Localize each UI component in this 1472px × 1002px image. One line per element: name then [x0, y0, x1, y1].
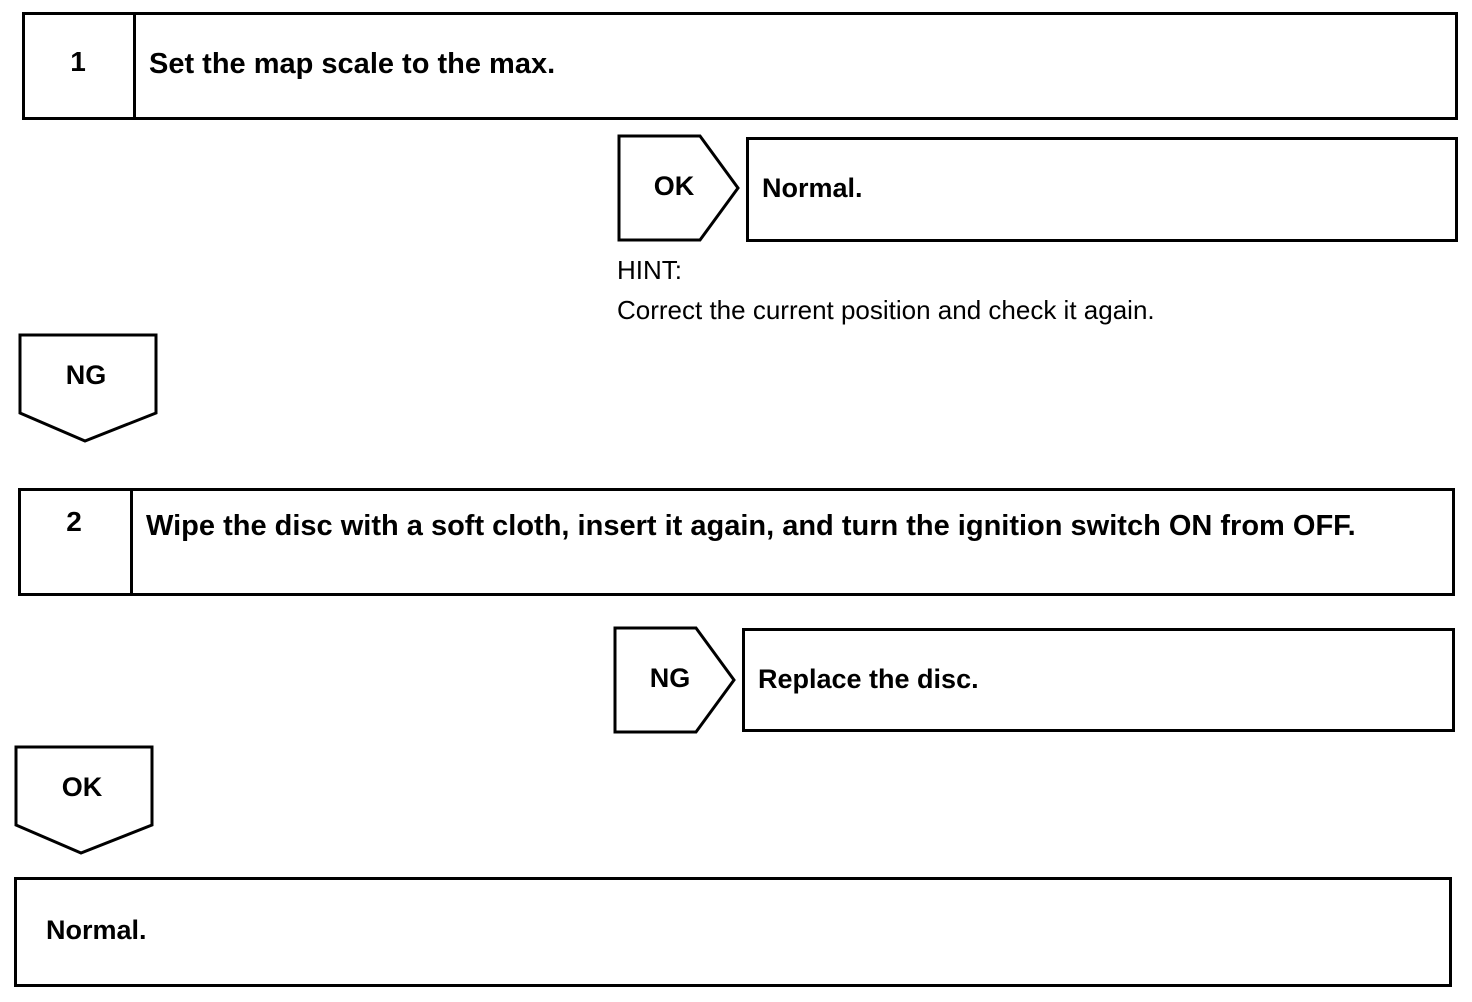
step-1-text: Set the map scale to the max.: [149, 48, 556, 80]
ng-arrow-right: [613, 626, 736, 734]
ok-arrow-right-label: OK: [653, 171, 695, 201]
ng-arrow-right-label: NG: [649, 663, 691, 693]
step-2-divider: [130, 488, 133, 596]
hint-text: Correct the current position and check i…: [617, 295, 1155, 325]
final-result-box: [14, 877, 1452, 987]
ng-arrow-down: [18, 333, 158, 443]
branch-1-result-text: Normal.: [762, 173, 863, 203]
step-1-box: [22, 12, 1458, 120]
ok-arrow-down-label: OK: [61, 772, 103, 802]
hint-title: HINT:: [617, 255, 682, 285]
step-2-box: [18, 488, 1455, 596]
branch-2-result-box: [742, 628, 1455, 732]
ng-arrow-down-label: NG: [65, 360, 107, 390]
final-result-text: Normal.: [46, 915, 147, 945]
ok-arrow-down: [14, 745, 154, 855]
step-1-divider: [133, 12, 136, 120]
step-1-number: 1: [70, 46, 86, 77]
branch-1-result-box: [746, 137, 1458, 242]
branch-2-result-text: Replace the disc.: [758, 664, 979, 694]
ok-arrow-right: [617, 134, 740, 242]
step-2-number: 2: [66, 506, 82, 537]
step-2-text: Wipe the disc with a soft cloth, insert …: [146, 510, 1356, 542]
